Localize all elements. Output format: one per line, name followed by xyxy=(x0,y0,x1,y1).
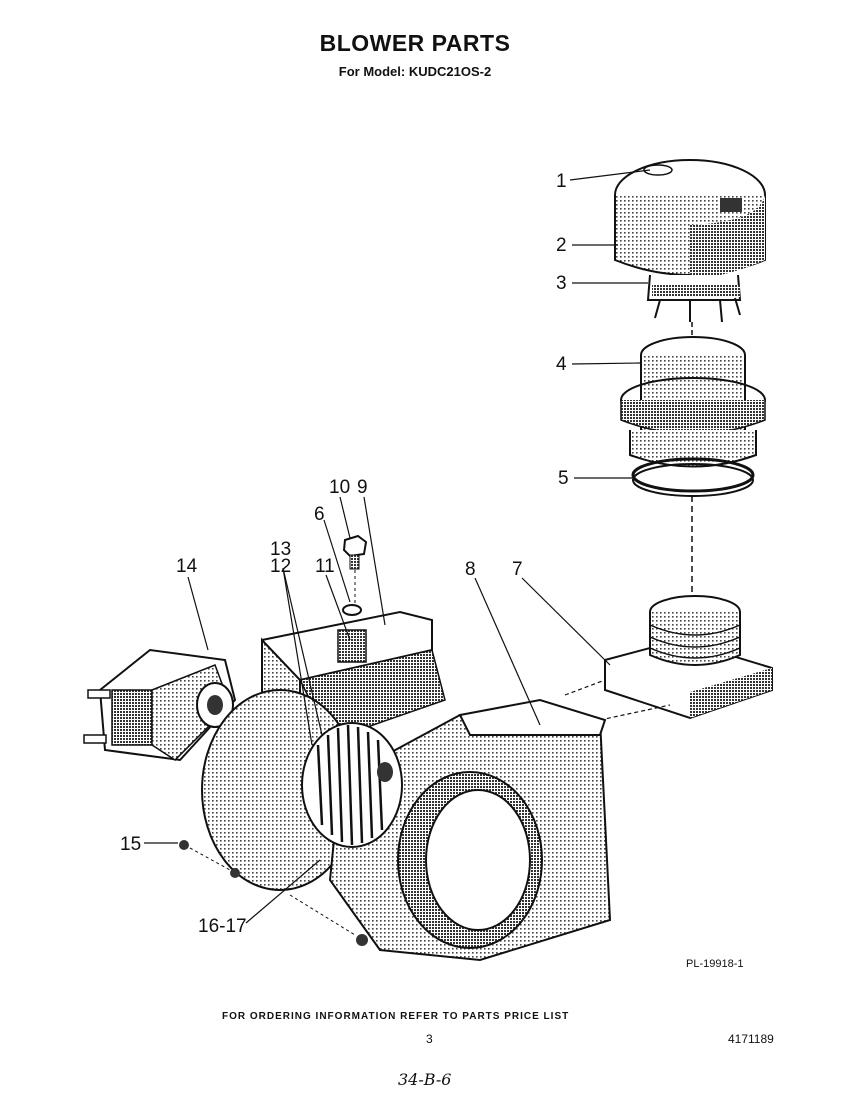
callout-10: 10 xyxy=(329,477,351,498)
plate-id: PL-19918-1 xyxy=(686,958,744,970)
callout-12: 12 xyxy=(270,556,292,577)
page-number: 3 xyxy=(426,1032,433,1046)
spring-clip xyxy=(646,274,742,323)
callout-11: 11 xyxy=(315,556,335,577)
model-subtitle: For Model: KUDC21OS-2 xyxy=(338,64,492,79)
callout-6: 6 xyxy=(314,504,325,525)
document-number: 4171189 xyxy=(728,1032,774,1046)
mounting-screws xyxy=(179,840,368,946)
callout-14: 14 xyxy=(176,556,198,577)
leader-lines xyxy=(144,169,651,924)
page-title: BLOWER PARTS xyxy=(319,30,511,56)
callout-3: 3 xyxy=(556,273,567,294)
cap-assembly xyxy=(614,159,766,280)
ordering-info: FOR ORDERING INFORMATION REFER TO PARTS … xyxy=(222,1011,570,1022)
callout-8: 8 xyxy=(465,559,476,580)
callout-9: 9 xyxy=(357,477,368,498)
blower-motor xyxy=(83,648,237,762)
collar xyxy=(620,336,766,468)
callout-13: 13 xyxy=(270,539,292,560)
callout-5: 5 xyxy=(558,468,569,489)
callout-4: 4 xyxy=(556,354,567,375)
callout-2: 2 xyxy=(556,235,567,256)
blower-housing xyxy=(201,689,612,962)
blower-wheel xyxy=(301,722,403,848)
callout-1: 1 xyxy=(556,171,567,192)
callout-15: 15 xyxy=(120,834,142,855)
screw-and-washer xyxy=(342,534,368,616)
callout-7: 7 xyxy=(512,559,523,580)
callout-16-17: 16-17 xyxy=(198,916,247,937)
retainer-ring xyxy=(631,457,755,497)
base-plate xyxy=(604,595,773,720)
handwritten-note: 34-B-6 xyxy=(398,1070,452,1089)
